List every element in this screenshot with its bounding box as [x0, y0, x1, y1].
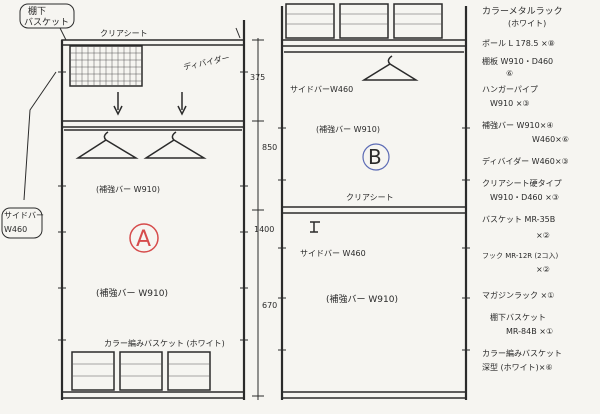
- baskets-label: カラー編みバスケット (ホワイト): [104, 338, 225, 348]
- parts-item: ディバイダー W460×③: [482, 156, 569, 166]
- right-bar-top-label: (補強バー W910): [316, 124, 380, 134]
- parts-item: ポール L 178.5 ×⑧: [482, 39, 555, 48]
- right-rack-unit: [278, 3, 470, 400]
- parts-item: ⑥: [506, 69, 513, 78]
- parts-item: 棚板 W910・D460: [482, 56, 553, 66]
- left-bar-top-label: (補強バー W910): [96, 184, 160, 194]
- left-hangers: [75, 131, 207, 159]
- parts-item: W910・D460 ×③: [490, 193, 559, 202]
- left-clear-sheet-label: クリアシート: [100, 29, 148, 38]
- pointer-arrow: [235, 27, 241, 39]
- dimension-1400: 1400: [254, 225, 274, 234]
- right-pole-ticks: [278, 127, 470, 351]
- parts-item: MR-84B ×①: [506, 327, 553, 336]
- top-baskets: [285, 3, 443, 39]
- side-bar-bubble: [1, 207, 43, 239]
- label-shelf-basket-line2: バスケット: [24, 17, 69, 28]
- side-bar-label-line1: サイドバー: [4, 211, 44, 220]
- divider-hooks: [113, 92, 187, 116]
- right-shelf-mid: [281, 206, 467, 214]
- dimension-850: 850: [262, 143, 277, 152]
- left-pole-ticks: [58, 71, 248, 341]
- parts-item: カラー編みバスケット: [482, 348, 562, 358]
- parts-list: カラーメタルラック (ホワイト) ポール L 178.5 ×⑧ 棚板 W910・…: [482, 6, 569, 372]
- right-hook: [310, 221, 320, 233]
- unit-letter-a: A: [136, 227, 151, 252]
- under-shelf-basket: [69, 45, 143, 87]
- parts-list-title: カラーメタルラック: [482, 6, 563, 17]
- dimension-lines: [252, 38, 264, 400]
- right-side-bar-top-label: サイドバーW460: [290, 85, 353, 94]
- right-shelf-top: [281, 39, 467, 47]
- side-bar-label-line2: W460: [4, 225, 27, 234]
- left-rack-unit: [58, 20, 248, 400]
- pointer-arrow: [59, 27, 67, 41]
- left-shelf-top: [61, 39, 245, 46]
- dimension-670: 670: [262, 301, 277, 310]
- right-bar-bottom-label: (補強バー W910): [326, 293, 398, 305]
- unit-letter-b-circle: [362, 143, 390, 171]
- parts-item: バスケット MR-35B: [482, 215, 555, 224]
- parts-item: ×②: [536, 265, 550, 274]
- left-shelf-bottom: [61, 391, 245, 399]
- parts-item: 深型 (ホワイト)×⑥: [482, 363, 553, 372]
- left-bar-bottom-label: (補強バー W910): [96, 287, 168, 299]
- left-divider-label: ディバイダー: [182, 52, 230, 72]
- parts-item: ×②: [536, 231, 550, 240]
- bottom-baskets: [71, 351, 211, 391]
- right-clear-sheet-label: クリアシート: [346, 193, 394, 202]
- right-hanger: [361, 55, 419, 81]
- label-shelf-basket-line1: 棚下: [28, 5, 46, 17]
- parts-item: フック MR-12R (2コ入): [482, 252, 559, 260]
- parts-item: クリアシート硬タイプ: [482, 179, 562, 188]
- left-shelf-upper: [61, 120, 245, 128]
- unit-letter-b: B: [368, 145, 382, 169]
- parts-item: マガジンラック ×①: [482, 290, 554, 300]
- parts-item: W910 ×③: [490, 99, 530, 108]
- right-shelf-bottom: [281, 391, 467, 399]
- parts-item: 棚下バスケット: [490, 312, 546, 322]
- parts-list-subtitle: (ホワイト): [508, 19, 546, 28]
- parts-item: ハンガーパイプ: [482, 84, 538, 94]
- parts-item: 補強バー W910×④: [482, 120, 554, 130]
- label-shelf-basket-bubble: [19, 3, 75, 29]
- pointer-arrow: [23, 71, 57, 201]
- parts-item: W460×⑥: [532, 135, 569, 144]
- unit-letter-a-circle: [129, 223, 159, 253]
- right-side-bar-mid-label: サイドバー W460: [300, 249, 366, 258]
- dimension-375: 375: [250, 73, 265, 82]
